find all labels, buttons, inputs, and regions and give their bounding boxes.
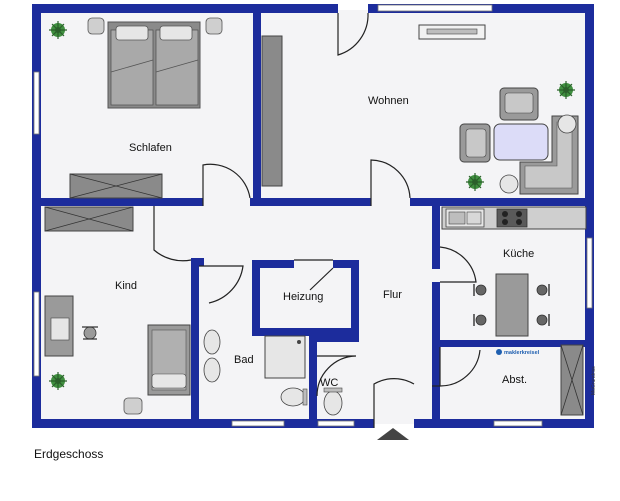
- room-label-bad: Bad: [234, 354, 254, 366]
- sink-icon: [445, 208, 485, 228]
- credit-text: MoGrundriss: [591, 366, 597, 395]
- desk-icon: [44, 295, 74, 357]
- interior-walls: [38, 10, 590, 424]
- room-label-kind: Kind: [115, 280, 137, 292]
- storage-shelf: [560, 344, 584, 416]
- toilet-icon: [323, 387, 343, 416]
- bed-icon: [87, 17, 223, 109]
- room-label-heizung: Heizung: [283, 291, 323, 303]
- tv-sideboard: [418, 24, 486, 40]
- stove-icon: [496, 208, 528, 228]
- plant-icon: [49, 21, 67, 39]
- plant-icon: [466, 173, 484, 191]
- room-label-flur: Flur: [383, 289, 402, 301]
- wardrobe-kind: [44, 206, 134, 232]
- floor-caption: Erdgeschoss: [34, 447, 104, 461]
- room-label-schlafen: Schlafen: [129, 142, 172, 154]
- room-label-wc: WC: [320, 377, 338, 389]
- room-label-wohnen: Wohnen: [368, 95, 409, 107]
- shower-icon: [264, 335, 306, 379]
- wall-unit-wohnen: [261, 35, 283, 187]
- bed-icon: [123, 324, 191, 415]
- windows: [33, 4, 593, 427]
- chair-icon: [82, 326, 98, 340]
- chair-icon: [473, 284, 550, 326]
- sofa-icon: [459, 87, 579, 195]
- plant-icon: [557, 81, 575, 99]
- logo-text: maklerkreisel: [504, 350, 540, 356]
- logo: maklerkreisel: [496, 349, 540, 356]
- entrance-arrow-icon: [377, 428, 409, 440]
- room-label-abst: Abst.: [502, 374, 527, 386]
- room-label-kueche: Küche: [503, 248, 534, 260]
- toilet-icon: [280, 387, 308, 407]
- doors: [153, 12, 481, 428]
- sink-icon: [203, 329, 221, 383]
- wardrobe-schlafen: [69, 173, 163, 199]
- dining-table: [495, 273, 529, 337]
- plant-icon: [49, 372, 67, 390]
